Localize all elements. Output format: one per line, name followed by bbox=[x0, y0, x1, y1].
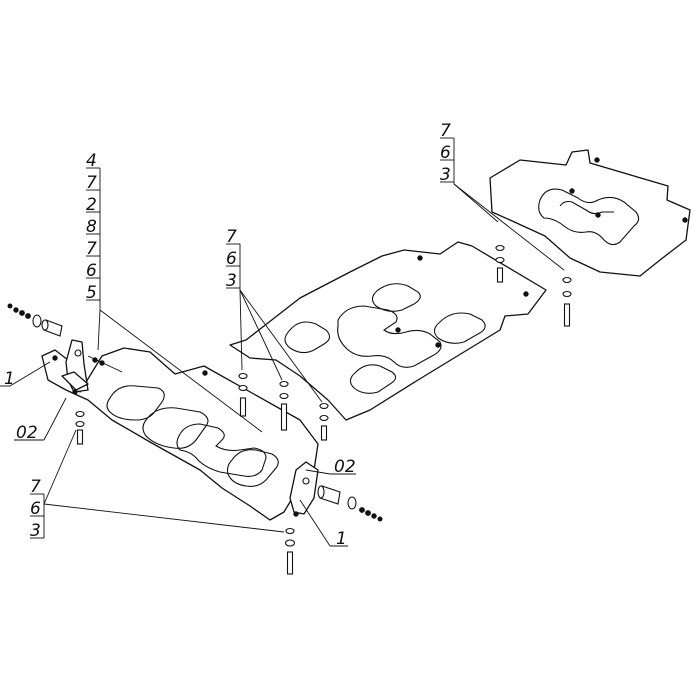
callout-label: 7 bbox=[226, 227, 237, 247]
front-skid-plate bbox=[41, 339, 319, 521]
rear-skid-plate bbox=[489, 149, 691, 277]
bolt-stack-middle-b bbox=[279, 380, 289, 431]
bolt-stack-right-b bbox=[562, 276, 572, 327]
bolt-stack-middle-c bbox=[319, 402, 329, 441]
callout-label: 7 bbox=[86, 239, 97, 259]
bolt-stack-right-a bbox=[495, 244, 505, 283]
callout-label: 1 bbox=[336, 529, 347, 549]
bolt-stack-bottom bbox=[284, 527, 296, 575]
left-spacer-hardware bbox=[7, 303, 123, 373]
callout-label: 1 bbox=[4, 369, 15, 389]
callout-label: 02 bbox=[334, 457, 356, 477]
callout-label: 3 bbox=[440, 165, 451, 185]
right-spacer-hardware bbox=[317, 485, 383, 522]
callout-stack-top-left: 4 7 2 8 7 6 5 bbox=[86, 151, 97, 303]
callout-label: 4 bbox=[86, 151, 97, 171]
callout-label: 6 bbox=[440, 143, 451, 163]
callout-label: 6 bbox=[226, 249, 237, 269]
callout-label: 5 bbox=[86, 283, 97, 303]
bolt-stack-left bbox=[75, 410, 85, 445]
callout-label: 6 bbox=[30, 499, 41, 519]
callout-stack-bottom-left: 7 6 3 bbox=[30, 477, 41, 541]
callout-left-side: 1 02 bbox=[4, 369, 38, 443]
callout-label: 2 bbox=[86, 195, 97, 215]
callout-label: 7 bbox=[30, 477, 41, 497]
callout-stack-top-right: 7 6 3 bbox=[440, 121, 451, 185]
callout-stack-middle: 7 6 3 bbox=[226, 227, 237, 291]
callout-label: 7 bbox=[440, 121, 451, 141]
callout-label: 3 bbox=[30, 521, 41, 541]
callout-label: 6 bbox=[86, 261, 97, 281]
leader-lines bbox=[0, 137, 565, 547]
callout-label: 02 bbox=[16, 423, 38, 443]
callout-label: 7 bbox=[86, 173, 97, 193]
bolt-stack-middle-a bbox=[238, 372, 248, 417]
callout-label: 8 bbox=[86, 217, 97, 237]
callout-label: 3 bbox=[226, 271, 237, 291]
callout-right-side: 02 1 bbox=[334, 457, 356, 549]
